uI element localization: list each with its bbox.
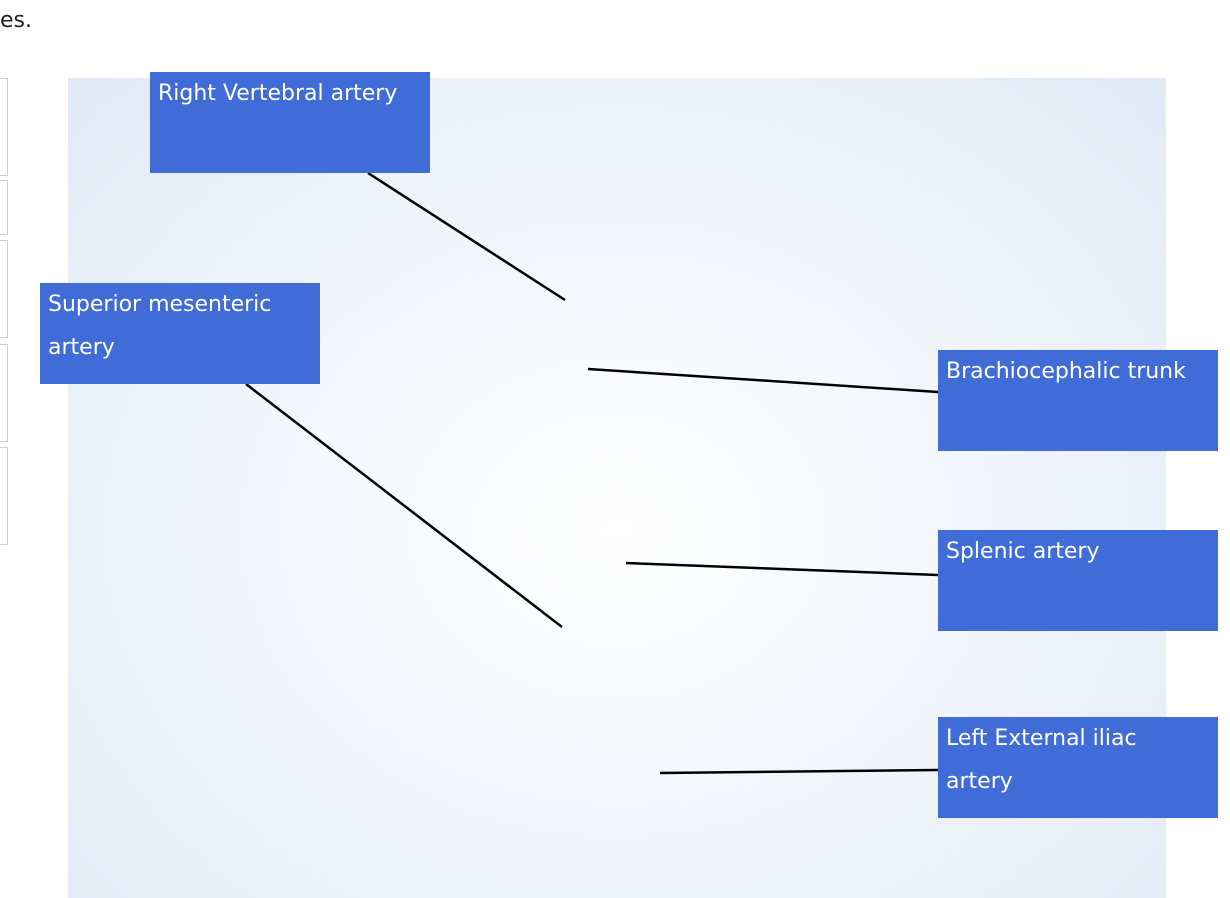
label-brachiocephalic-trunk[interactable]: Brachiocephalic trunk bbox=[938, 350, 1218, 451]
label-left-external-iliac-artery[interactable]: Left External iliac artery bbox=[938, 717, 1218, 818]
answer-slot-4[interactable] bbox=[0, 344, 8, 442]
answer-slot-3[interactable] bbox=[0, 240, 8, 338]
answer-slot-2[interactable] bbox=[0, 180, 8, 235]
label-superior-mesenteric-artery[interactable]: Superior mesenteric artery bbox=[40, 283, 320, 384]
answer-slot-5[interactable] bbox=[0, 447, 8, 545]
instructions-text: es. bbox=[0, 8, 32, 33]
answer-slot-1[interactable] bbox=[0, 78, 8, 176]
label-right-vertebral-artery[interactable]: Right Vertebral artery bbox=[150, 72, 430, 173]
label-splenic-artery[interactable]: Splenic artery bbox=[938, 530, 1218, 631]
